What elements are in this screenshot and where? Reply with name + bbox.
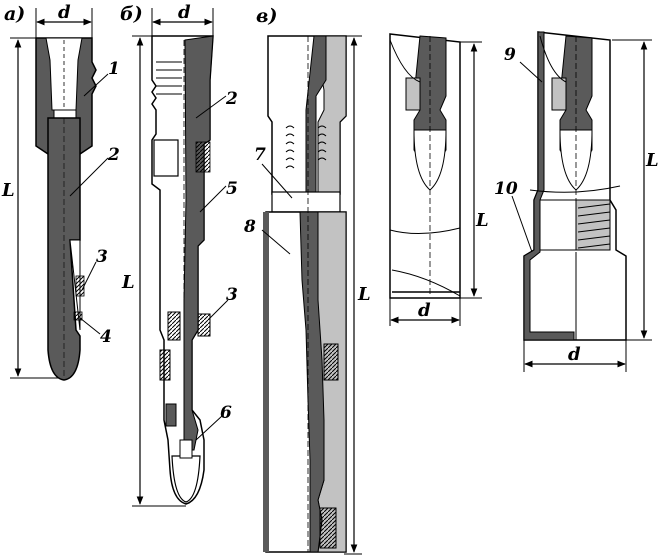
panel-e-d-label: d <box>568 344 581 365</box>
callout-2-a: 2 <box>107 145 120 165</box>
panel-c-length-dimension: L <box>344 36 371 554</box>
panel-e-body <box>524 32 626 340</box>
panel-a-diameter-dimension: d <box>36 2 92 38</box>
panel-c-label: в) <box>256 5 277 27</box>
panel-c-L-label: L <box>357 284 371 305</box>
panel-b-body <box>152 36 213 504</box>
panel-d-body <box>390 34 460 298</box>
panel-c-body <box>266 36 346 552</box>
panel-d-length-dimension: L <box>460 42 489 298</box>
callout-10: 10 <box>494 179 518 199</box>
panel-e-L-label: L <box>645 150 659 171</box>
panel-a-d-label: d <box>58 2 71 23</box>
panel-b-label: б) <box>120 3 143 25</box>
callout-8: 8 <box>243 217 256 237</box>
callout-3-a: 3 <box>96 247 108 267</box>
callout-9: 9 <box>504 45 516 65</box>
panel-b-diameter-dimension: d <box>152 2 213 38</box>
panel-d-diameter-dimension: d <box>390 298 460 326</box>
panel-a: а) d L <box>1 2 120 380</box>
panel-d-L-label: L <box>475 210 489 231</box>
panel-a-L-label: L <box>1 180 15 201</box>
panel-b: б) d L <box>120 2 238 506</box>
callout-5: 5 <box>226 179 238 199</box>
callout-4: 4 <box>100 327 112 347</box>
panel-a-body <box>36 38 96 380</box>
callout-7: 7 <box>254 145 266 165</box>
panel-a-label: а) <box>4 3 25 25</box>
callout-1: 1 <box>108 59 120 79</box>
callout-3-b: 3 <box>226 285 238 305</box>
callout-2-b: 2 <box>225 89 238 109</box>
panel-e: d L 9 10 <box>494 32 659 372</box>
panel-d-d-label: d <box>418 300 431 321</box>
panel-b-L-label: L <box>121 272 135 293</box>
panel-e-diameter-dimension: d <box>524 340 626 372</box>
panel-b-d-label: d <box>178 2 191 23</box>
panel-d: d L <box>390 34 489 326</box>
callout-6: 6 <box>220 403 232 423</box>
panel-c: в) L <box>243 5 371 554</box>
